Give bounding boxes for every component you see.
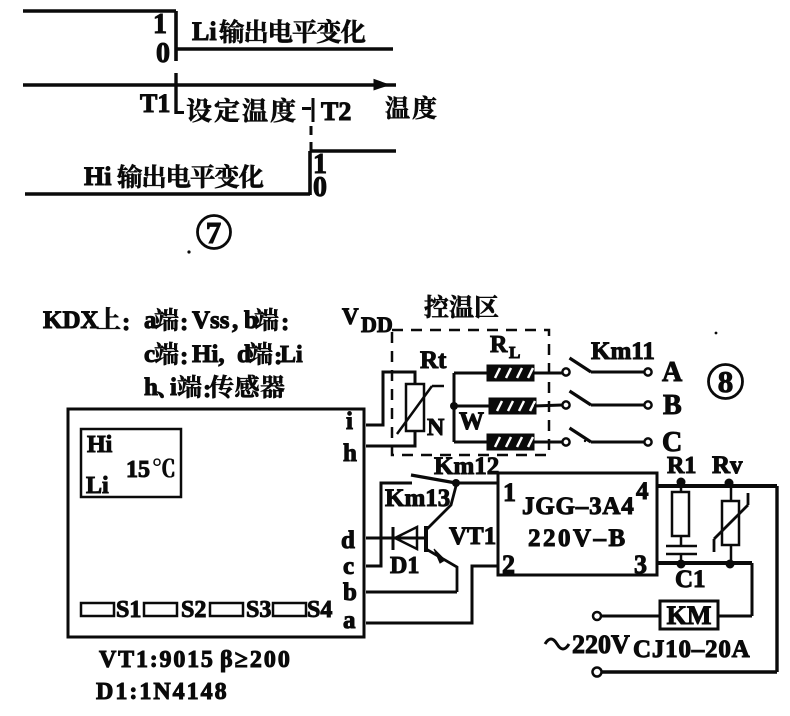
svg-text::: :	[180, 309, 188, 336]
svg-text:15: 15	[126, 457, 150, 483]
svg-text:β≥200: β≥200	[220, 647, 292, 673]
svg-text::: :	[281, 309, 289, 336]
svg-text:c: c	[343, 553, 354, 580]
svg-text:Km11: Km11	[591, 338, 655, 365]
svg-text:C: C	[662, 427, 682, 458]
svg-text:KDX: KDX	[43, 307, 99, 334]
svg-text::: :	[180, 343, 188, 370]
svg-text:S2: S2	[181, 597, 206, 623]
svg-text:Hi,: Hi,	[192, 341, 225, 368]
svg-text:S1: S1	[116, 597, 141, 623]
svg-text:L: L	[509, 343, 520, 362]
svg-text:4: 4	[636, 478, 649, 505]
svg-text:B: B	[663, 390, 682, 421]
svg-text:a: a	[343, 607, 356, 634]
svg-text:R: R	[490, 332, 508, 358]
svg-text:i: i	[170, 374, 177, 401]
svg-text:DD: DD	[361, 312, 393, 337]
svg-text:Hi: Hi	[84, 162, 111, 191]
svg-text:,: ,	[232, 307, 238, 334]
svg-text:C1: C1	[675, 566, 706, 593]
svg-text:0: 0	[313, 172, 327, 203]
svg-text:h: h	[343, 440, 357, 467]
svg-text:Km13: Km13	[385, 485, 450, 512]
svg-text:VT1: VT1	[449, 523, 496, 550]
svg-text:Li: Li	[86, 473, 109, 499]
svg-text:D1: D1	[390, 553, 419, 579]
svg-text:KM: KM	[667, 601, 712, 630]
svg-text:220V: 220V	[572, 630, 630, 659]
svg-text:h: h	[144, 374, 158, 401]
svg-text:1: 1	[153, 9, 167, 40]
svg-text:8: 8	[718, 364, 734, 399]
svg-text::: :	[203, 376, 211, 403]
svg-text:JGG–3A4: JGG–3A4	[522, 493, 635, 520]
svg-text:Hi: Hi	[87, 432, 113, 458]
svg-text:d: d	[237, 341, 251, 368]
svg-text:7: 7	[206, 215, 222, 250]
svg-text:d: d	[341, 527, 355, 554]
svg-text:S4: S4	[307, 597, 332, 623]
svg-text::: :	[274, 343, 282, 370]
svg-text:T1: T1	[140, 89, 170, 118]
svg-text:Rv: Rv	[712, 452, 743, 479]
svg-text:b: b	[244, 307, 258, 334]
svg-text:VT1:9015: VT1:9015	[99, 647, 215, 673]
svg-text:S3: S3	[246, 597, 271, 623]
svg-text:D1:1N4148: D1:1N4148	[96, 679, 229, 705]
svg-text::: :	[122, 309, 130, 336]
svg-text:N: N	[427, 415, 445, 441]
svg-text:A: A	[662, 357, 683, 388]
svg-text:c: c	[144, 341, 155, 368]
svg-text:1: 1	[313, 149, 327, 180]
svg-text:W: W	[459, 408, 484, 435]
svg-text:2: 2	[502, 550, 515, 579]
svg-text:Vss: Vss	[192, 307, 230, 334]
svg-text:Km12: Km12	[434, 453, 499, 480]
svg-text:1: 1	[503, 478, 516, 507]
svg-text:i: i	[346, 408, 353, 435]
svg-text:CJ10–20A: CJ10–20A	[633, 636, 751, 663]
svg-text:Li: Li	[280, 342, 303, 368]
svg-text:a: a	[144, 307, 157, 334]
svg-text:R1: R1	[667, 453, 696, 479]
svg-text:Li: Li	[192, 17, 217, 46]
svg-text:3: 3	[634, 550, 647, 579]
svg-text:Rt: Rt	[420, 347, 447, 374]
svg-text:T2: T2	[321, 97, 351, 126]
svg-text:0: 0	[156, 38, 170, 69]
svg-text:V: V	[342, 304, 359, 329]
svg-text:220V–B: 220V–B	[528, 525, 628, 552]
svg-text:b: b	[343, 579, 357, 606]
